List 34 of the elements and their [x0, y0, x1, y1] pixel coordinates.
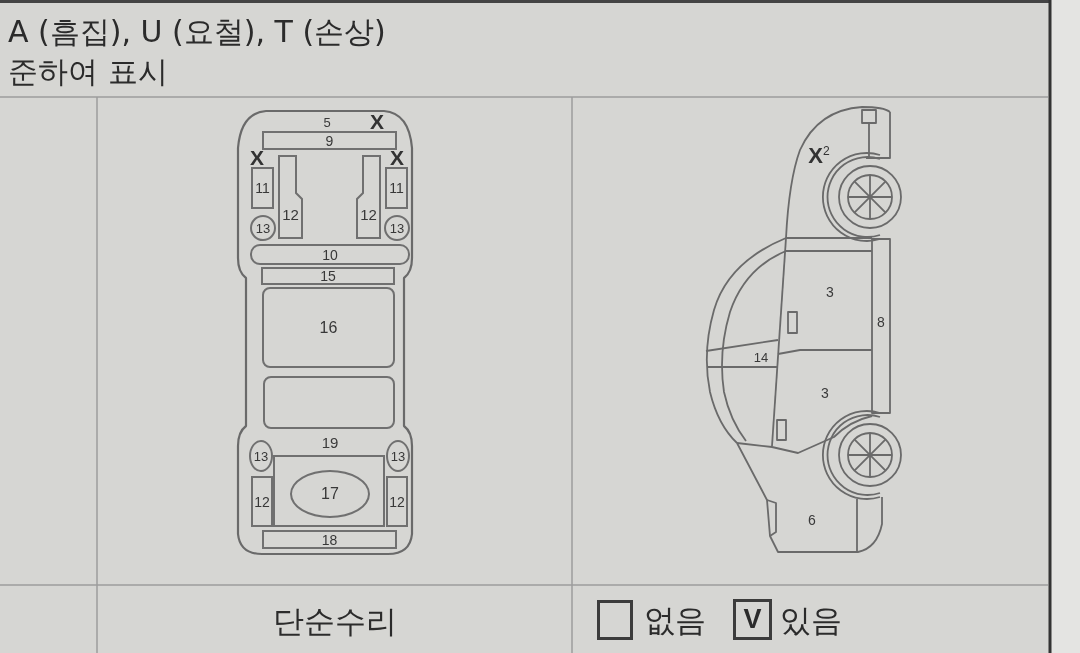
option-label: 있음 — [780, 603, 842, 639]
damage-mark: X — [250, 149, 264, 167]
panel-box: 18 — [262, 530, 397, 549]
panel-circle: 13 — [386, 440, 410, 472]
panel-box — [263, 376, 395, 429]
part-number: 14 — [753, 350, 769, 364]
damage-mark: X — [390, 149, 404, 167]
panel-circle: 13 — [250, 215, 276, 241]
part-number: 6 — [808, 513, 816, 527]
panel-box: 16 — [262, 287, 395, 368]
damage-mark: X$^{2}$ — [808, 142, 830, 170]
panel-box: 15 — [261, 267, 395, 285]
panel-box: 9 — [262, 131, 397, 150]
panel-ellipse: 17 — [290, 470, 370, 518]
instruction-text: A (흠집), U (요철), T (손상) 준하여 표시 — [8, 13, 387, 91]
panel-box: 11 — [251, 167, 274, 209]
option-label: 없음 — [644, 603, 706, 639]
damage-mark: X — [370, 113, 384, 131]
panel-box — [273, 455, 385, 527]
row-label: 단순수리 — [273, 604, 397, 640]
checkbox: V — [733, 599, 772, 640]
part-number: 5 — [323, 115, 331, 129]
part-number: 19 — [321, 434, 339, 450]
panel-box: 12 — [386, 476, 408, 527]
panel-box: 10 — [250, 244, 410, 265]
part-number: 3 — [821, 386, 829, 400]
part-number: 3 — [826, 285, 834, 299]
panel-box: 11 — [385, 167, 408, 209]
notched-panel: 12 — [278, 155, 303, 239]
panel-circle: 13 — [249, 440, 273, 472]
part-number: 8 — [877, 315, 885, 329]
notched-panel: 12 — [356, 155, 381, 239]
panel-circle: 13 — [384, 215, 410, 241]
panel-box: 12 — [251, 476, 273, 527]
